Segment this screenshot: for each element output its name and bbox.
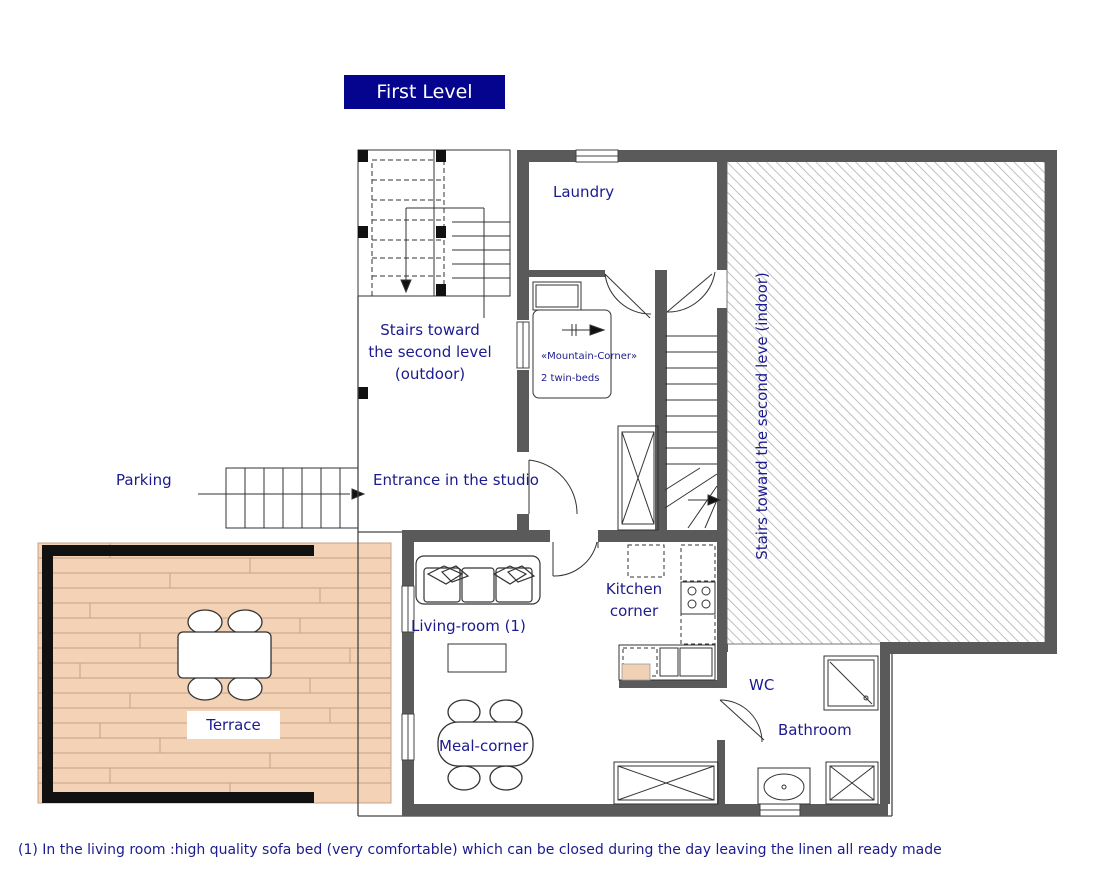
bottom-closets bbox=[613, 761, 879, 805]
bathroom-label: Bathroom bbox=[778, 721, 852, 739]
hatched-area bbox=[726, 159, 1046, 645]
terrace-table bbox=[177, 609, 272, 701]
parking-label: Parking bbox=[116, 471, 172, 489]
outdoor-stairs-line-2: the second level bbox=[368, 343, 492, 361]
terrace-label: Terrace bbox=[187, 711, 280, 739]
outdoor-stairs-line-3: (outdoor) bbox=[394, 365, 466, 383]
wc-label: WC bbox=[749, 676, 775, 694]
outdoor-stairs-line-1: Stairs toward bbox=[380, 321, 480, 339]
terrace-deck bbox=[37, 542, 392, 804]
page-title: First Level bbox=[344, 75, 505, 109]
closet bbox=[617, 425, 659, 531]
living-room-label: Living-room (1) bbox=[411, 617, 526, 635]
parking-steps bbox=[198, 467, 366, 529]
mountain-corner-label: «Mountain-Corner» bbox=[541, 351, 638, 362]
kitchen-line-2: corner bbox=[609, 602, 659, 620]
kitchen-appliance bbox=[621, 663, 651, 681]
twin-beds-label: 2 twin-beds bbox=[541, 373, 600, 384]
coffee-table bbox=[447, 643, 507, 673]
indoor-stairs bbox=[664, 335, 722, 529]
windows bbox=[401, 149, 801, 817]
outdoor-stairs-label: Stairs toward the second level (outdoor) bbox=[368, 319, 492, 385]
entrance-label: Entrance in the studio bbox=[373, 471, 539, 489]
laundry-label: Laundry bbox=[553, 183, 615, 201]
meal-corner-label: Meal-corner bbox=[439, 737, 529, 755]
indoor-stairs-label: Stairs toward the second leve (indoor) bbox=[753, 272, 771, 560]
mountain-corner-furniture bbox=[532, 281, 612, 399]
footnote: (1) In the living room :high quality sof… bbox=[18, 842, 942, 858]
doors bbox=[528, 271, 765, 743]
kitchen-label: Kitchen corner bbox=[595, 578, 673, 622]
outdoor-stair-posts bbox=[358, 150, 446, 399]
kitchen-line-1: Kitchen bbox=[605, 580, 663, 598]
bathroom-fixtures bbox=[757, 655, 879, 805]
sofa bbox=[415, 555, 541, 605]
meal-table bbox=[437, 699, 534, 791]
kitchen-fixtures bbox=[618, 544, 716, 681]
outdoor-stairs bbox=[357, 149, 511, 318]
